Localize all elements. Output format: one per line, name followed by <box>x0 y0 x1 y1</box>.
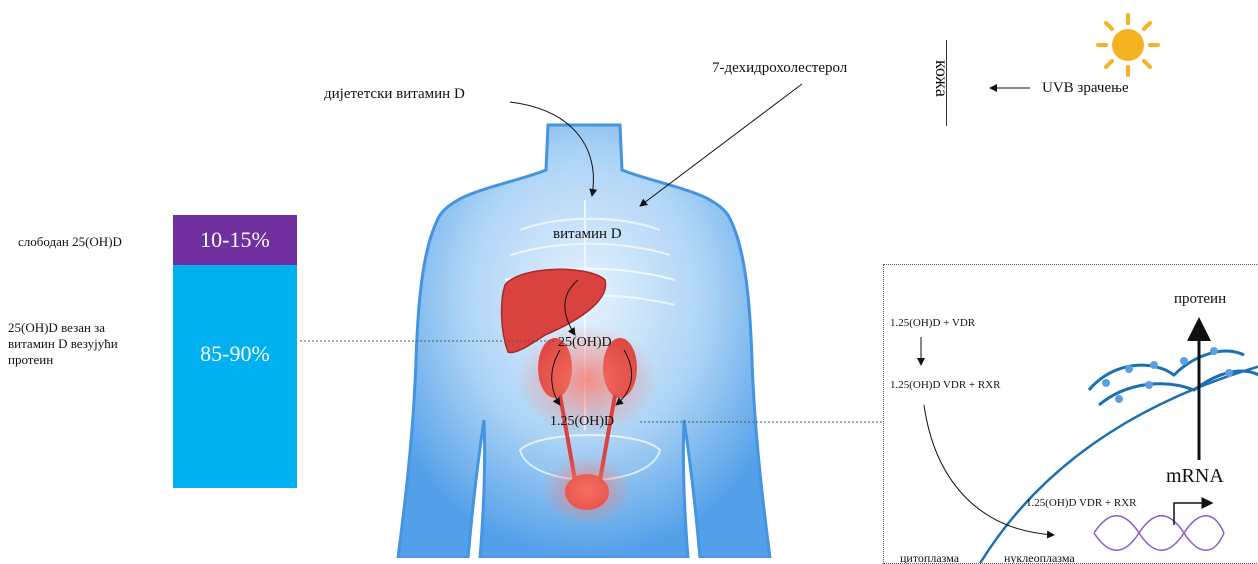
label-free-calcidiol: слободан 25(OH)D <box>18 234 122 250</box>
inset-mrna: mRNA <box>1166 465 1224 488</box>
cell-inset: 1.25(OH)D + VDR 1.25(OH)D VDR + RXR 1.25… <box>883 264 1258 564</box>
arrow-into-nucleus <box>924 405 1054 535</box>
label-bound-calcidiol: 25(OH)D везан за витамин D везујући прот… <box>8 320 118 368</box>
label-dietary-vitamin-d: дијететски витамин D <box>324 86 465 103</box>
arrow-7dhc-to-vitd <box>640 84 802 206</box>
label-vitamin-d: витамин D <box>553 226 622 243</box>
label-calcitriol: 1.25(OH)D <box>550 414 614 430</box>
inset-protein: протеин <box>1174 291 1226 308</box>
bar-bound-segment: 85-90% <box>173 265 297 488</box>
label-7-dehydrocholesterol: 7-дехидрохолестерол <box>712 60 847 77</box>
inset-step3: 1.25(OH)D VDR + RXR <box>1026 497 1137 509</box>
label-calcidiol: 25(OH)D <box>558 335 612 351</box>
inset-step2: 1.25(OH)D VDR + RXR <box>890 379 1001 391</box>
ribosome-dots <box>1102 347 1233 403</box>
label-uvb: UVB зрачење <box>1042 80 1129 97</box>
bar-free-segment: 10-15% <box>173 215 297 265</box>
cell-inset-canvas <box>884 265 1258 564</box>
inset-step1: 1.25(OH)D + VDR <box>890 317 975 329</box>
dna-helix <box>1094 516 1224 551</box>
label-skin: кожа <box>931 60 952 97</box>
sun-icon <box>1098 15 1158 75</box>
